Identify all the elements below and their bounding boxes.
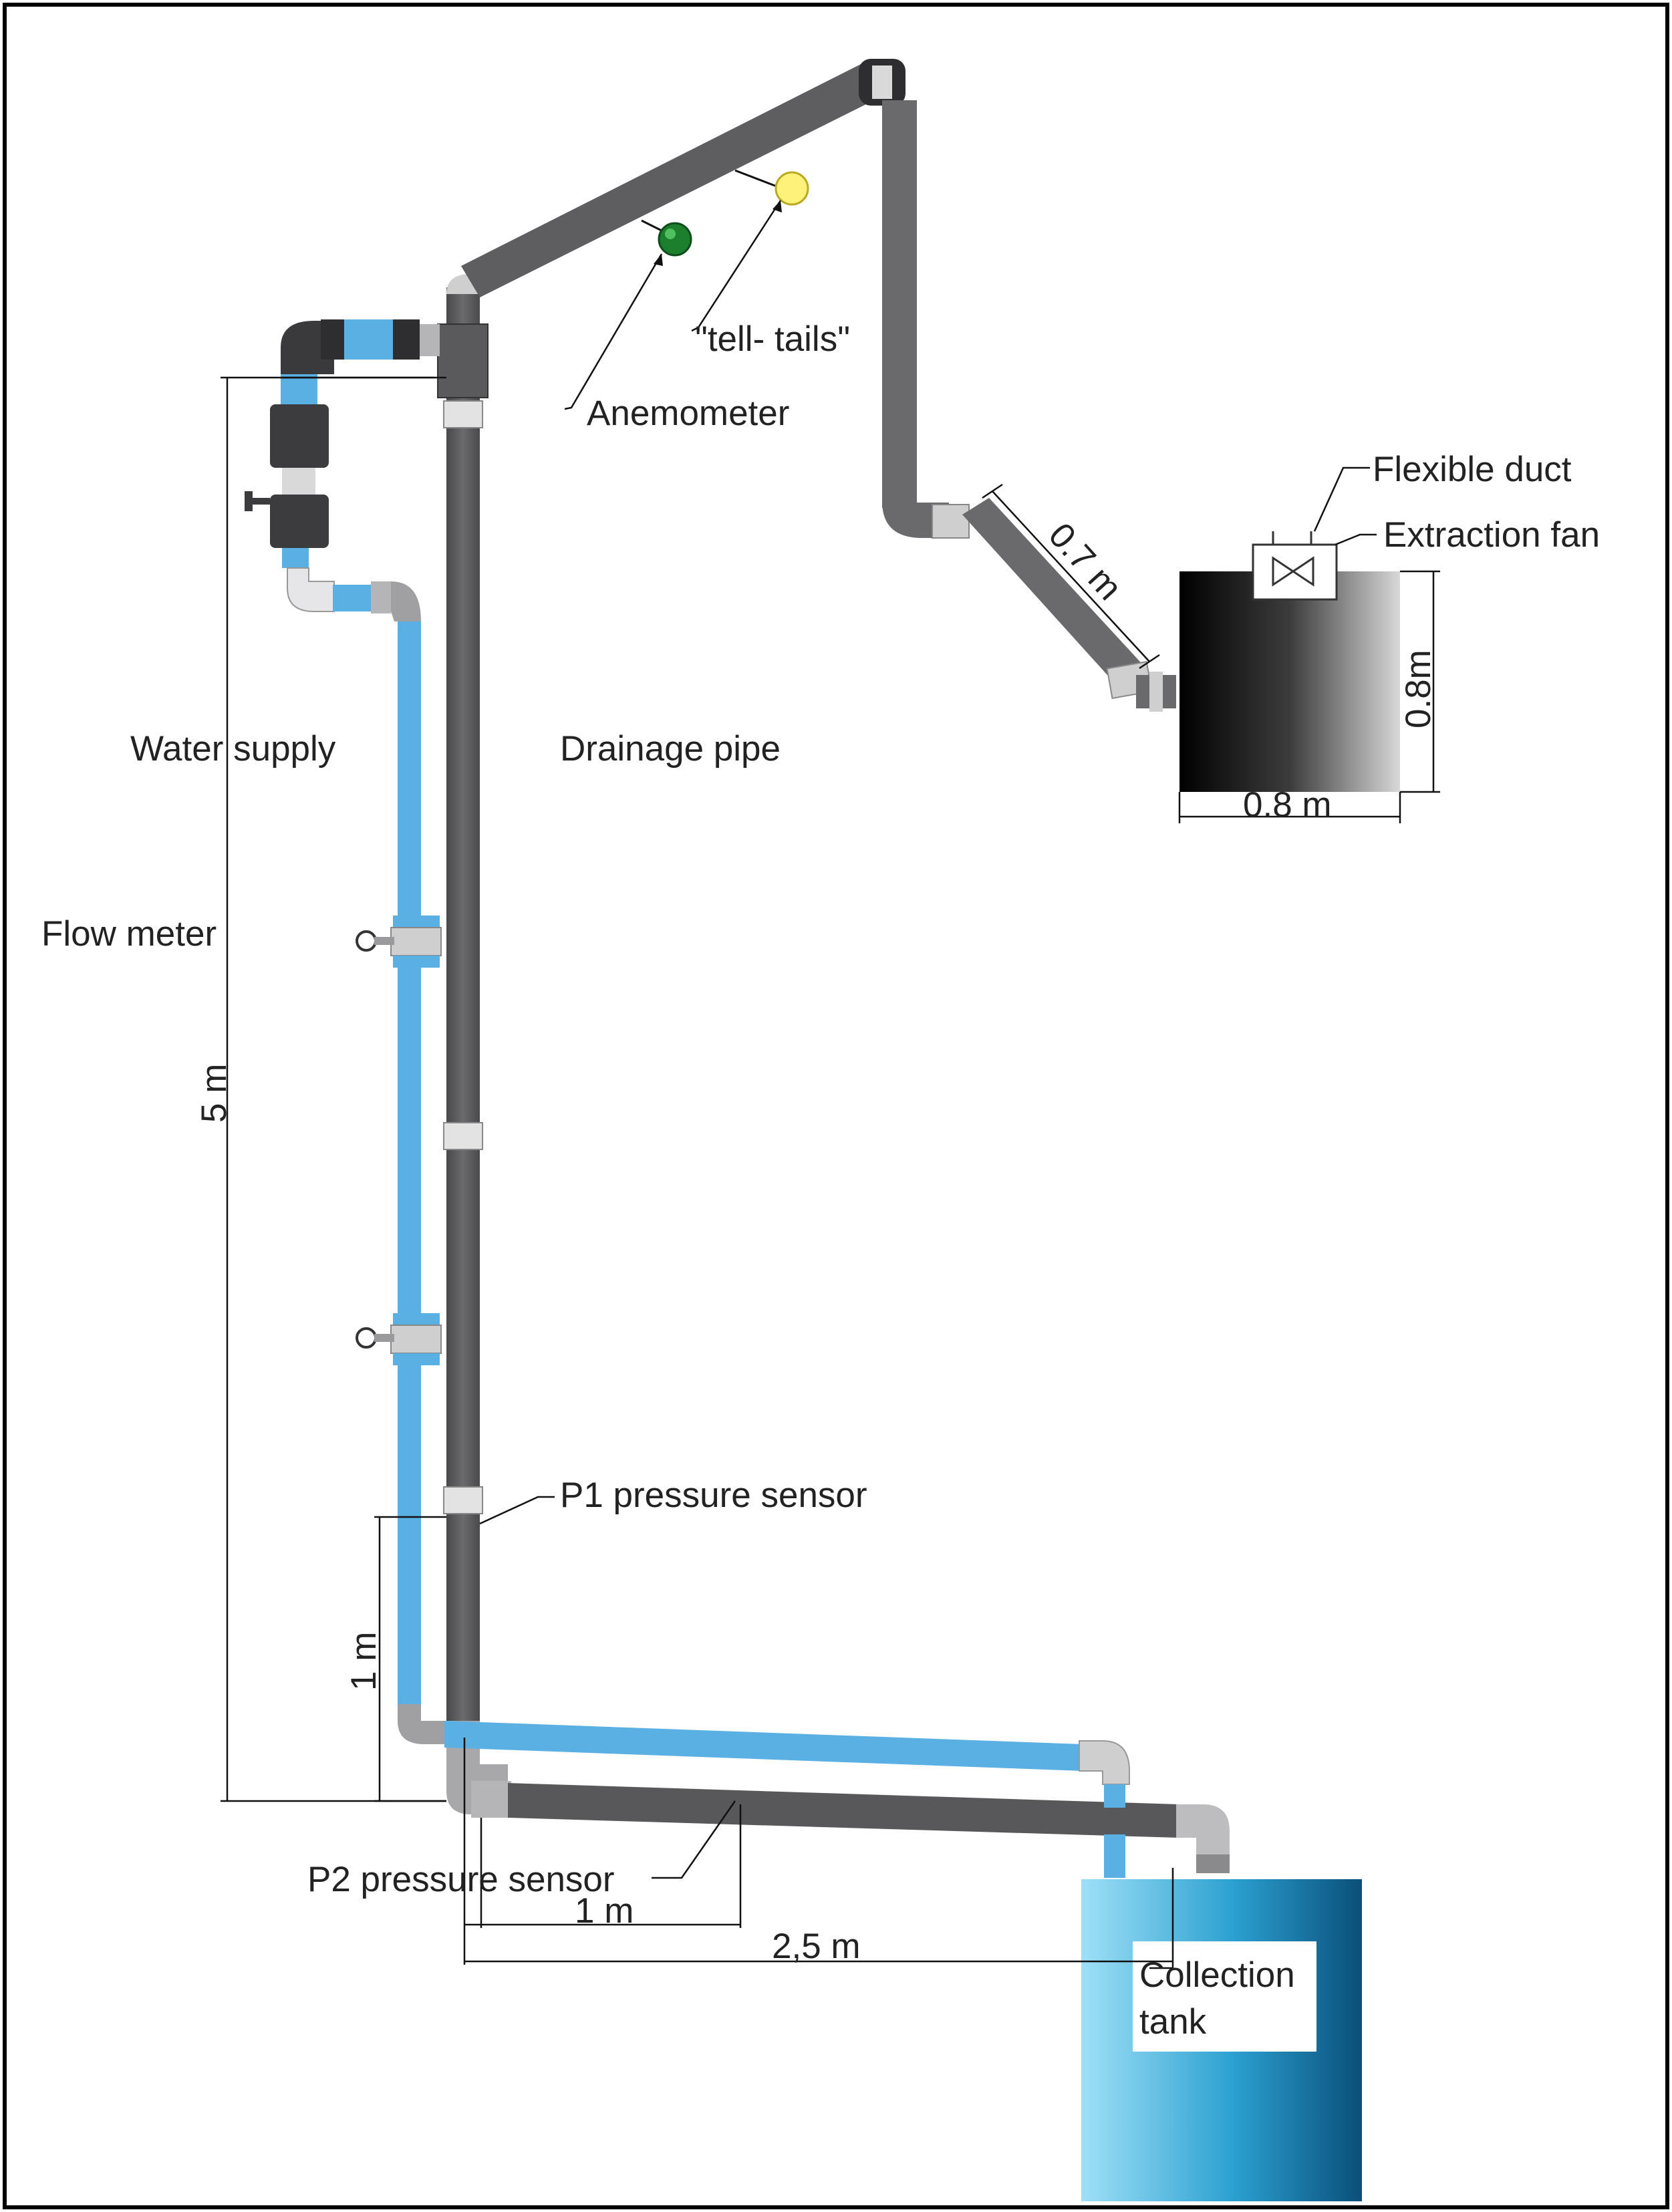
box-height-dim-label: 0.8m xyxy=(1399,650,1438,728)
p2-distance-dim-label: 1 m xyxy=(575,1891,634,1931)
tell-tails-marker xyxy=(734,169,809,206)
p1-sensor-leader xyxy=(479,1496,555,1525)
anemometer-leader xyxy=(564,253,663,410)
dim-sensor-height xyxy=(374,1516,446,1802)
flexible-duct-leader xyxy=(1313,466,1370,532)
anemometer-label: Anemometer xyxy=(587,394,789,433)
extraction-fan-leader xyxy=(1335,533,1377,546)
horizontal-run-dim-label: 2,5 m xyxy=(772,1927,861,1966)
collection-tank-label-box xyxy=(1133,1941,1316,2052)
water-supply-label: Water supply xyxy=(130,729,336,769)
flow-meter-upper xyxy=(356,916,442,968)
figure-frame xyxy=(3,3,1669,2209)
sensor-height-dim-label: 1 m xyxy=(344,1632,384,1691)
anemometer-sensor xyxy=(641,219,692,257)
tell-tails-leader xyxy=(691,200,782,332)
p2-sensor-leader xyxy=(652,1800,736,1879)
dim-duct-length xyxy=(982,483,1160,670)
extraction-fan-label: Extraction fan xyxy=(1383,515,1600,555)
tell-tails-label: "tell- tails" xyxy=(695,319,850,359)
p1-sensor-label: P1 pressure sensor xyxy=(560,1476,867,1515)
drainage-pipe-label: Drainage pipe xyxy=(560,729,781,769)
dim-stack-height xyxy=(221,376,446,1802)
extraction-box xyxy=(1179,571,1400,792)
dim-horizontal-run xyxy=(463,1738,1173,1965)
flexible-duct-label: Flexible duct xyxy=(1373,450,1572,489)
extraction-fan xyxy=(1252,531,1338,601)
box-width-dim-label: 0.8 m xyxy=(1243,785,1332,825)
flow-meter-lower xyxy=(356,1313,442,1365)
p2-sensor-label: P2 pressure sensor xyxy=(307,1860,615,1899)
collection-tank-label-line1: Collection xyxy=(1139,1955,1295,1995)
dim-p2-distance xyxy=(464,1804,742,1928)
drainage-pipe xyxy=(437,59,1230,1873)
collection-tank-label-line2: tank xyxy=(1139,2002,1207,2042)
dim-box-height xyxy=(1400,570,1440,793)
stack-height-dim-label: 5 m xyxy=(194,1064,234,1123)
flow-meter-label: Flow meter xyxy=(41,914,217,954)
dim-box-width xyxy=(1178,792,1401,823)
water-supply-pipe xyxy=(245,319,1130,1878)
